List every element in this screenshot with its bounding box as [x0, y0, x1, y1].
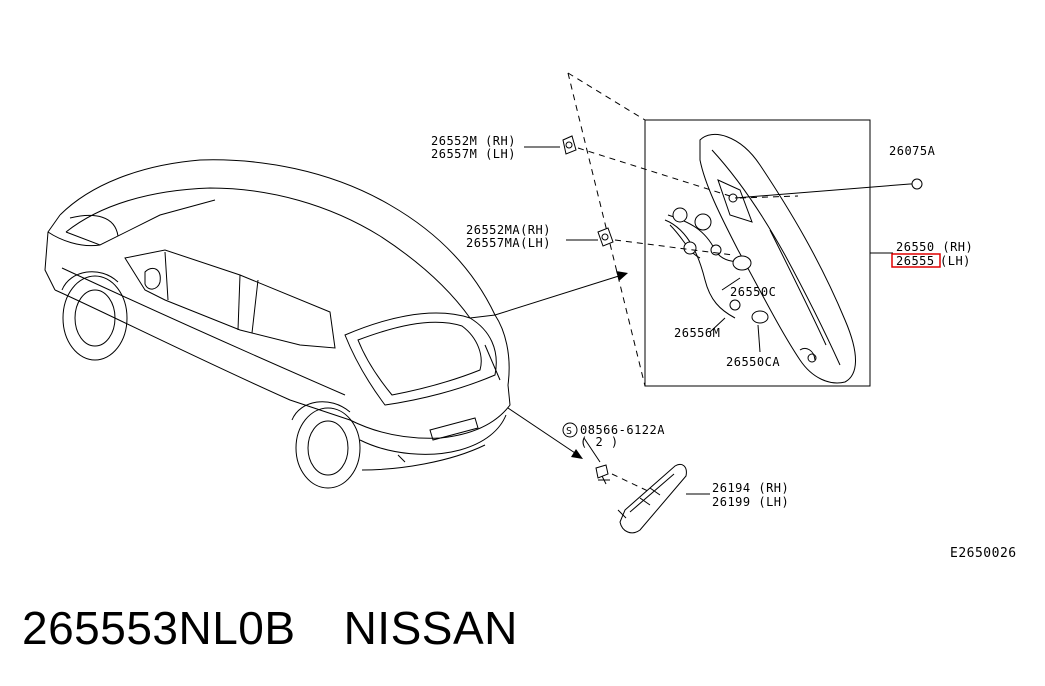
brand-name: NISSAN: [343, 602, 518, 654]
bolt-26075A: [910, 178, 923, 190]
highlight-box: [891, 253, 941, 268]
clip-26552M: [562, 135, 577, 155]
part-number: 265553NL0B: [22, 602, 296, 654]
callout-26552MA: 26552MA(RH): [466, 223, 551, 237]
callout-26557MA: 26557MA(LH): [466, 236, 551, 250]
connection-lines: [577, 147, 911, 256]
part-caption: 265553NL0B NISSAN: [22, 598, 518, 658]
callout-26550C: 26550C: [730, 285, 776, 299]
car-illustration: [44, 159, 511, 489]
callout-26556M: 26556M: [674, 326, 720, 340]
callout-26550CA: 26550CA: [726, 355, 780, 369]
callout-08566-qty: ( 2 ): [580, 435, 619, 449]
callout-26199: 26199 (LH): [712, 495, 789, 509]
callout-26550: 26550 (RH): [896, 240, 973, 254]
callout-08566-prefix: S: [566, 426, 573, 437]
callout-leaders: [524, 146, 893, 495]
harness-assembly: [664, 207, 769, 324]
callout-26194: 26194 (RH): [712, 481, 789, 495]
figure-id: E2650026: [950, 546, 1017, 561]
callout-26552M: 26552M (RH): [431, 134, 516, 148]
callout-08566: 08566-6122A: [580, 423, 665, 437]
callout-26557M: 26557M (LH): [431, 147, 516, 161]
callout-26555-number: 26555: [896, 254, 935, 268]
callout-26075A: 26075A: [889, 144, 936, 158]
callout-26555-side: (LH): [940, 254, 971, 268]
callout-labels: 26552M (RH) 26557M (LH) 26552MA(RH) 2655…: [431, 134, 1017, 561]
screw-symbol-icon: [562, 422, 578, 438]
reflector-assembly: [595, 463, 687, 534]
clip-26552MA: [597, 227, 614, 247]
